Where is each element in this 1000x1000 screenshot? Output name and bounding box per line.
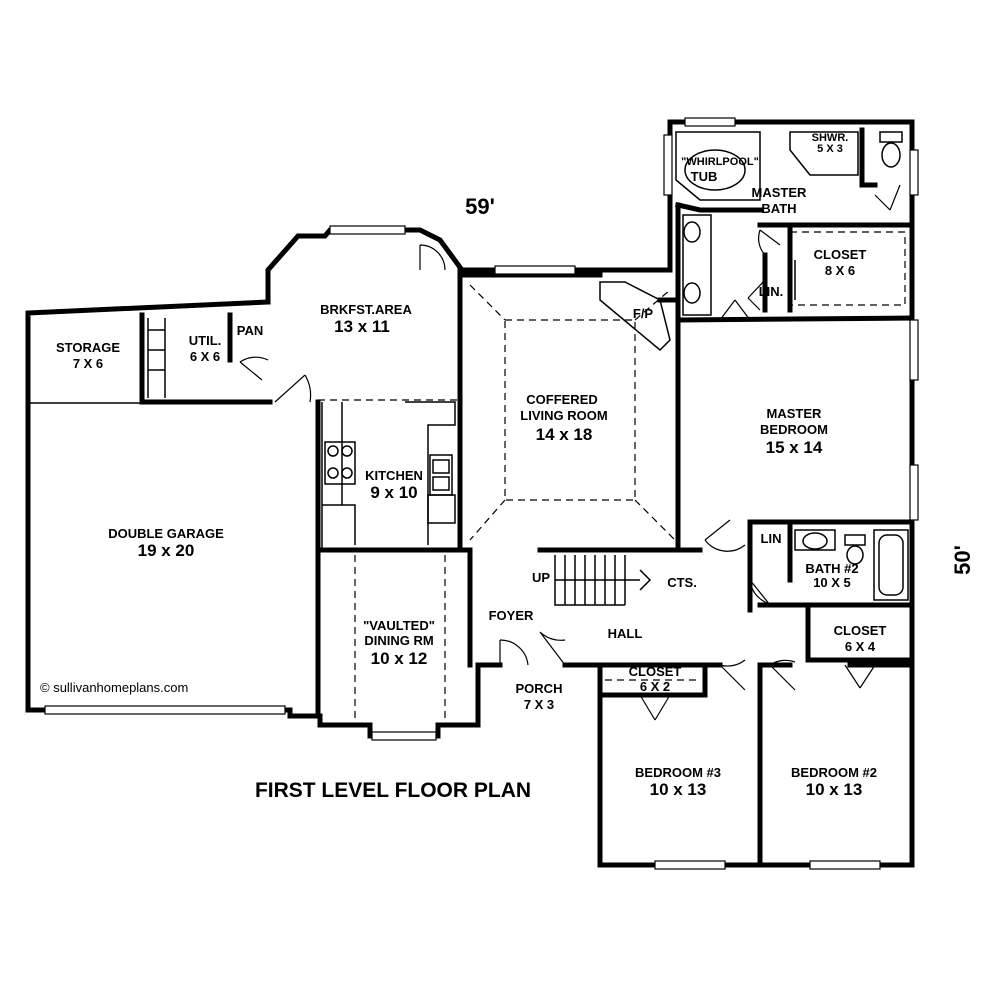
storage-name: STORAGE [56,340,120,355]
util-name: UTIL. [189,333,222,348]
master-closet-name: CLOSET [814,247,867,262]
closet-bed3-name: CLOSET [629,664,682,679]
master-bedroom-name1: MASTER [767,406,823,421]
overall-depth: 50' [950,545,975,575]
master-closet-size: 8 X 6 [825,263,855,278]
cts-name: CTS. [667,575,697,590]
interior-walls [30,127,915,868]
bedroom2-name: BEDROOM #2 [791,765,877,780]
bath2-name: BATH #2 [805,561,858,576]
pan-name: PAN [237,323,263,338]
master-bedroom-name2: BEDROOM [760,422,828,437]
closet-hall-size: 6 X 4 [845,639,876,654]
garage-size: 19 x 20 [138,541,195,560]
up-name: UP [532,570,550,585]
room-labels: 59' 50' STORAGE 7 X 6 UTIL. 6 X 6 PAN BR… [40,132,975,802]
dining-name1: "VAULTED" [363,618,435,633]
fp-name: F/P [633,306,654,321]
whirlpool-tub: TUB [691,169,718,184]
fixtures [147,131,909,681]
porch-name: PORCH [516,681,563,696]
shower-name: SHWR. [812,132,849,144]
bedroom2-size: 10 x 13 [806,780,863,799]
ceiling-lines [318,231,906,722]
bedroom3-name: BEDROOM #3 [635,765,721,780]
living-size: 14 x 18 [536,425,593,444]
windows [44,117,919,870]
shower-size: 5 X 3 [817,143,843,155]
dining-size: 10 x 12 [371,649,428,668]
master-bath-name1: MASTER [752,185,808,200]
doors [239,184,901,721]
exterior-walls [25,119,915,868]
brkfst-size: 13 x 11 [334,317,390,336]
dining-name2: DINING RM [364,633,433,648]
hall-name: HALL [608,626,643,641]
plan-title: FIRST LEVEL FLOOR PLAN [255,779,531,802]
overall-width: 59' [465,194,495,219]
kitchen-size: 9 x 10 [370,483,417,502]
copyright-text: © sullivanhomeplans.com [40,680,188,695]
foyer-name: FOYER [489,608,534,623]
stairs [554,555,652,606]
storage-size: 7 X 6 [73,356,103,371]
porch-size: 7 X 3 [524,697,554,712]
bath2-size: 10 X 5 [813,575,851,590]
master-bath-name2: BATH [761,201,796,216]
whirlpool-name: "WHIRLPOOL" [681,156,759,168]
living-name2: LIVING ROOM [520,408,607,423]
closet-hall-name: CLOSET [834,623,887,638]
closet-bed3-size: 6 X 2 [640,679,670,694]
lin2-name: LIN [761,531,782,546]
garage-name: DOUBLE GARAGE [108,526,224,541]
lin1-name: LIN. [759,284,784,299]
util-size: 6 X 6 [190,349,220,364]
bedroom3-size: 10 x 13 [650,780,707,799]
living-name1: COFFERED [526,392,598,407]
kitchen-name: KITCHEN [365,468,423,483]
master-bedroom-size: 15 x 14 [766,438,823,457]
brkfst-name: BRKFST.AREA [320,302,412,317]
